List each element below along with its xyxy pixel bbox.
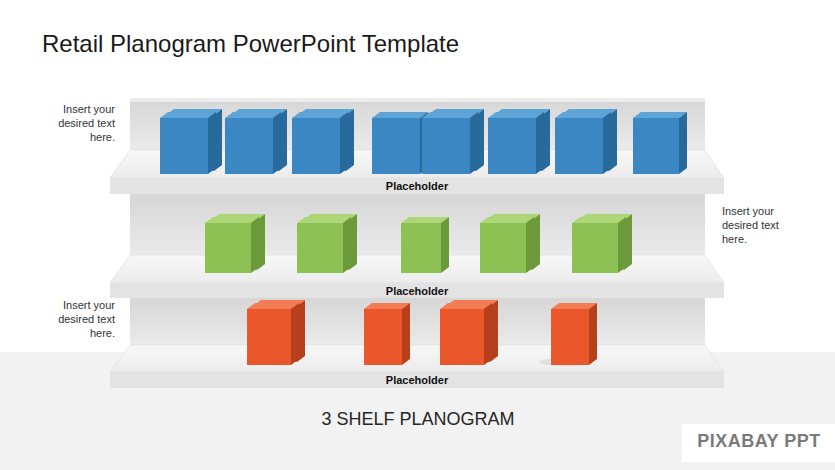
product-box	[292, 109, 354, 174]
shelf-label: Placeholder	[110, 372, 724, 388]
product-box	[247, 300, 305, 365]
box-side	[291, 303, 299, 365]
box-side	[536, 112, 544, 174]
product-box	[160, 109, 222, 174]
box-top	[551, 303, 597, 309]
box-front	[555, 118, 603, 174]
box-side	[251, 217, 259, 273]
box-front	[488, 118, 536, 174]
product-box	[401, 217, 449, 273]
product-box	[551, 303, 597, 365]
shelf-placeholder: Placeholder	[386, 180, 448, 192]
box-front	[480, 223, 526, 273]
product-box	[555, 109, 617, 174]
shelf-placeholder: Placeholder	[386, 285, 448, 297]
side-note: Insert your desired text here.	[37, 298, 115, 340]
box-side	[679, 112, 687, 174]
box-top	[633, 112, 687, 118]
box-side	[208, 112, 216, 174]
box-side	[340, 112, 348, 174]
box-top	[247, 303, 299, 309]
box-side	[343, 217, 351, 273]
side-note: Insert your desired text here.	[722, 204, 800, 246]
box-side	[618, 217, 626, 273]
side-note: Insert your desired text here.	[37, 102, 115, 144]
product-box	[297, 214, 357, 273]
shelf-top	[110, 345, 724, 372]
box-top	[364, 303, 410, 309]
watermark: PIXABAY PPT	[689, 429, 829, 453]
box-front	[160, 118, 208, 174]
watermark-panel	[682, 424, 835, 462]
box-front	[297, 223, 343, 273]
box-front	[401, 223, 441, 273]
box-top	[440, 303, 492, 309]
box-top	[422, 112, 478, 118]
shelf-front	[110, 283, 724, 298]
box-top	[480, 217, 534, 223]
box-front	[572, 223, 618, 273]
box-top	[572, 217, 626, 223]
box-side	[603, 112, 611, 174]
box-side	[470, 112, 478, 174]
box-side	[441, 217, 449, 273]
box-top	[160, 112, 216, 118]
box-side	[526, 217, 534, 273]
product-box	[488, 109, 550, 174]
box-front	[372, 118, 420, 174]
product-box	[205, 214, 265, 273]
products	[160, 109, 687, 365]
box-top	[292, 112, 348, 118]
box-side	[402, 303, 410, 365]
product-box	[572, 214, 632, 273]
shelf-front	[110, 372, 724, 388]
shelf-label: Placeholder	[110, 283, 724, 298]
shelf-front	[110, 178, 724, 194]
product-box	[225, 109, 287, 174]
box-front	[440, 309, 484, 365]
shelf-placeholder: Placeholder	[386, 374, 448, 386]
box-front	[551, 309, 589, 365]
box-top	[555, 112, 611, 118]
product-box	[480, 214, 540, 273]
box-front	[422, 118, 470, 174]
box-top	[205, 217, 259, 223]
shelf-label: Placeholder	[110, 178, 724, 194]
box-top	[297, 217, 351, 223]
product-box	[422, 109, 484, 174]
box-front	[633, 118, 679, 174]
box-side	[273, 112, 281, 174]
box-top	[488, 112, 544, 118]
product-box	[633, 112, 687, 174]
caption: 3 SHELF PLANOGRAM	[321, 409, 514, 430]
back-wall	[130, 298, 705, 347]
product-box	[372, 112, 428, 174]
slide-title: Retail Planogram PowerPoint Template	[42, 30, 459, 58]
box-top	[401, 217, 449, 223]
box-front	[205, 223, 251, 273]
product-box	[364, 303, 410, 365]
box-front	[247, 309, 291, 365]
box-front	[292, 118, 340, 174]
box-front	[225, 118, 273, 174]
wall-top	[130, 98, 705, 102]
product-box	[440, 300, 498, 365]
box-side	[589, 303, 597, 365]
box-front	[364, 309, 402, 365]
box-top	[372, 112, 428, 118]
box-side	[484, 303, 492, 365]
box-top	[225, 112, 281, 118]
